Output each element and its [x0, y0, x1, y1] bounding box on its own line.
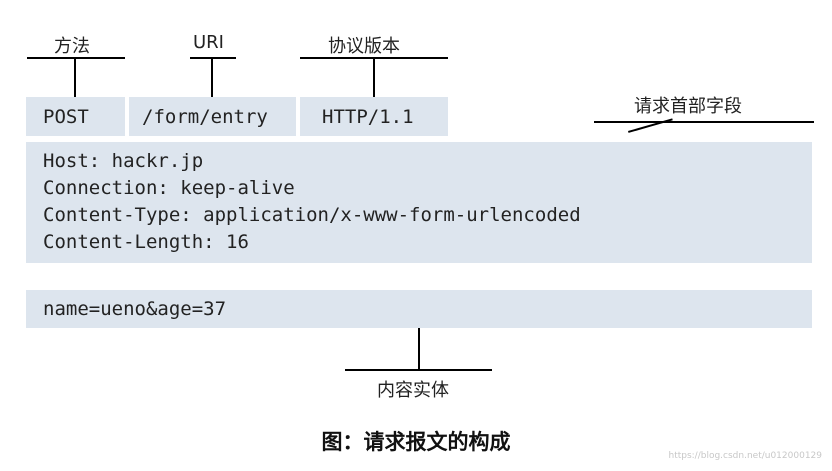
header-line: Content-Type: application/x-www-form-url…	[43, 204, 581, 226]
version-label: 协议版本	[328, 36, 400, 57]
version-box: HTTP/1.1	[300, 97, 448, 136]
body-connector-bar	[345, 369, 492, 371]
body-box: name=ueno&age=37	[26, 290, 812, 328]
header-line: Connection: keep-alive	[43, 177, 295, 199]
watermark: https://blog.csdn.net/u012000129	[668, 451, 822, 461]
method-label: 方法	[54, 36, 90, 57]
header-line: Content-Length: 16	[43, 231, 249, 253]
method-connector-bar	[27, 57, 125, 59]
headers-box: Host: hackr.jp Connection: keep-alive Co…	[26, 142, 812, 263]
header-line: Host: hackr.jp	[43, 150, 204, 172]
uri-label: URI	[193, 32, 224, 53]
uri-box: /form/entry	[129, 97, 296, 136]
method-text: POST	[43, 106, 89, 128]
version-connector-stem	[373, 57, 375, 97]
uri-connector-stem	[211, 57, 213, 97]
body-text: name=ueno&age=37	[43, 298, 227, 320]
header-fields-connector-bar	[594, 121, 814, 123]
method-connector-stem	[74, 57, 76, 97]
header-fields-label: 请求首部字段	[634, 96, 742, 117]
uri-connector-bar	[190, 57, 236, 59]
uri-text: /form/entry	[142, 106, 268, 128]
figure-caption: 图：请求报文的构成	[321, 430, 511, 454]
body-connector-stem	[418, 328, 420, 370]
method-box: POST	[26, 97, 125, 136]
version-text: HTTP/1.1	[322, 106, 414, 128]
body-label: 内容实体	[377, 380, 449, 401]
